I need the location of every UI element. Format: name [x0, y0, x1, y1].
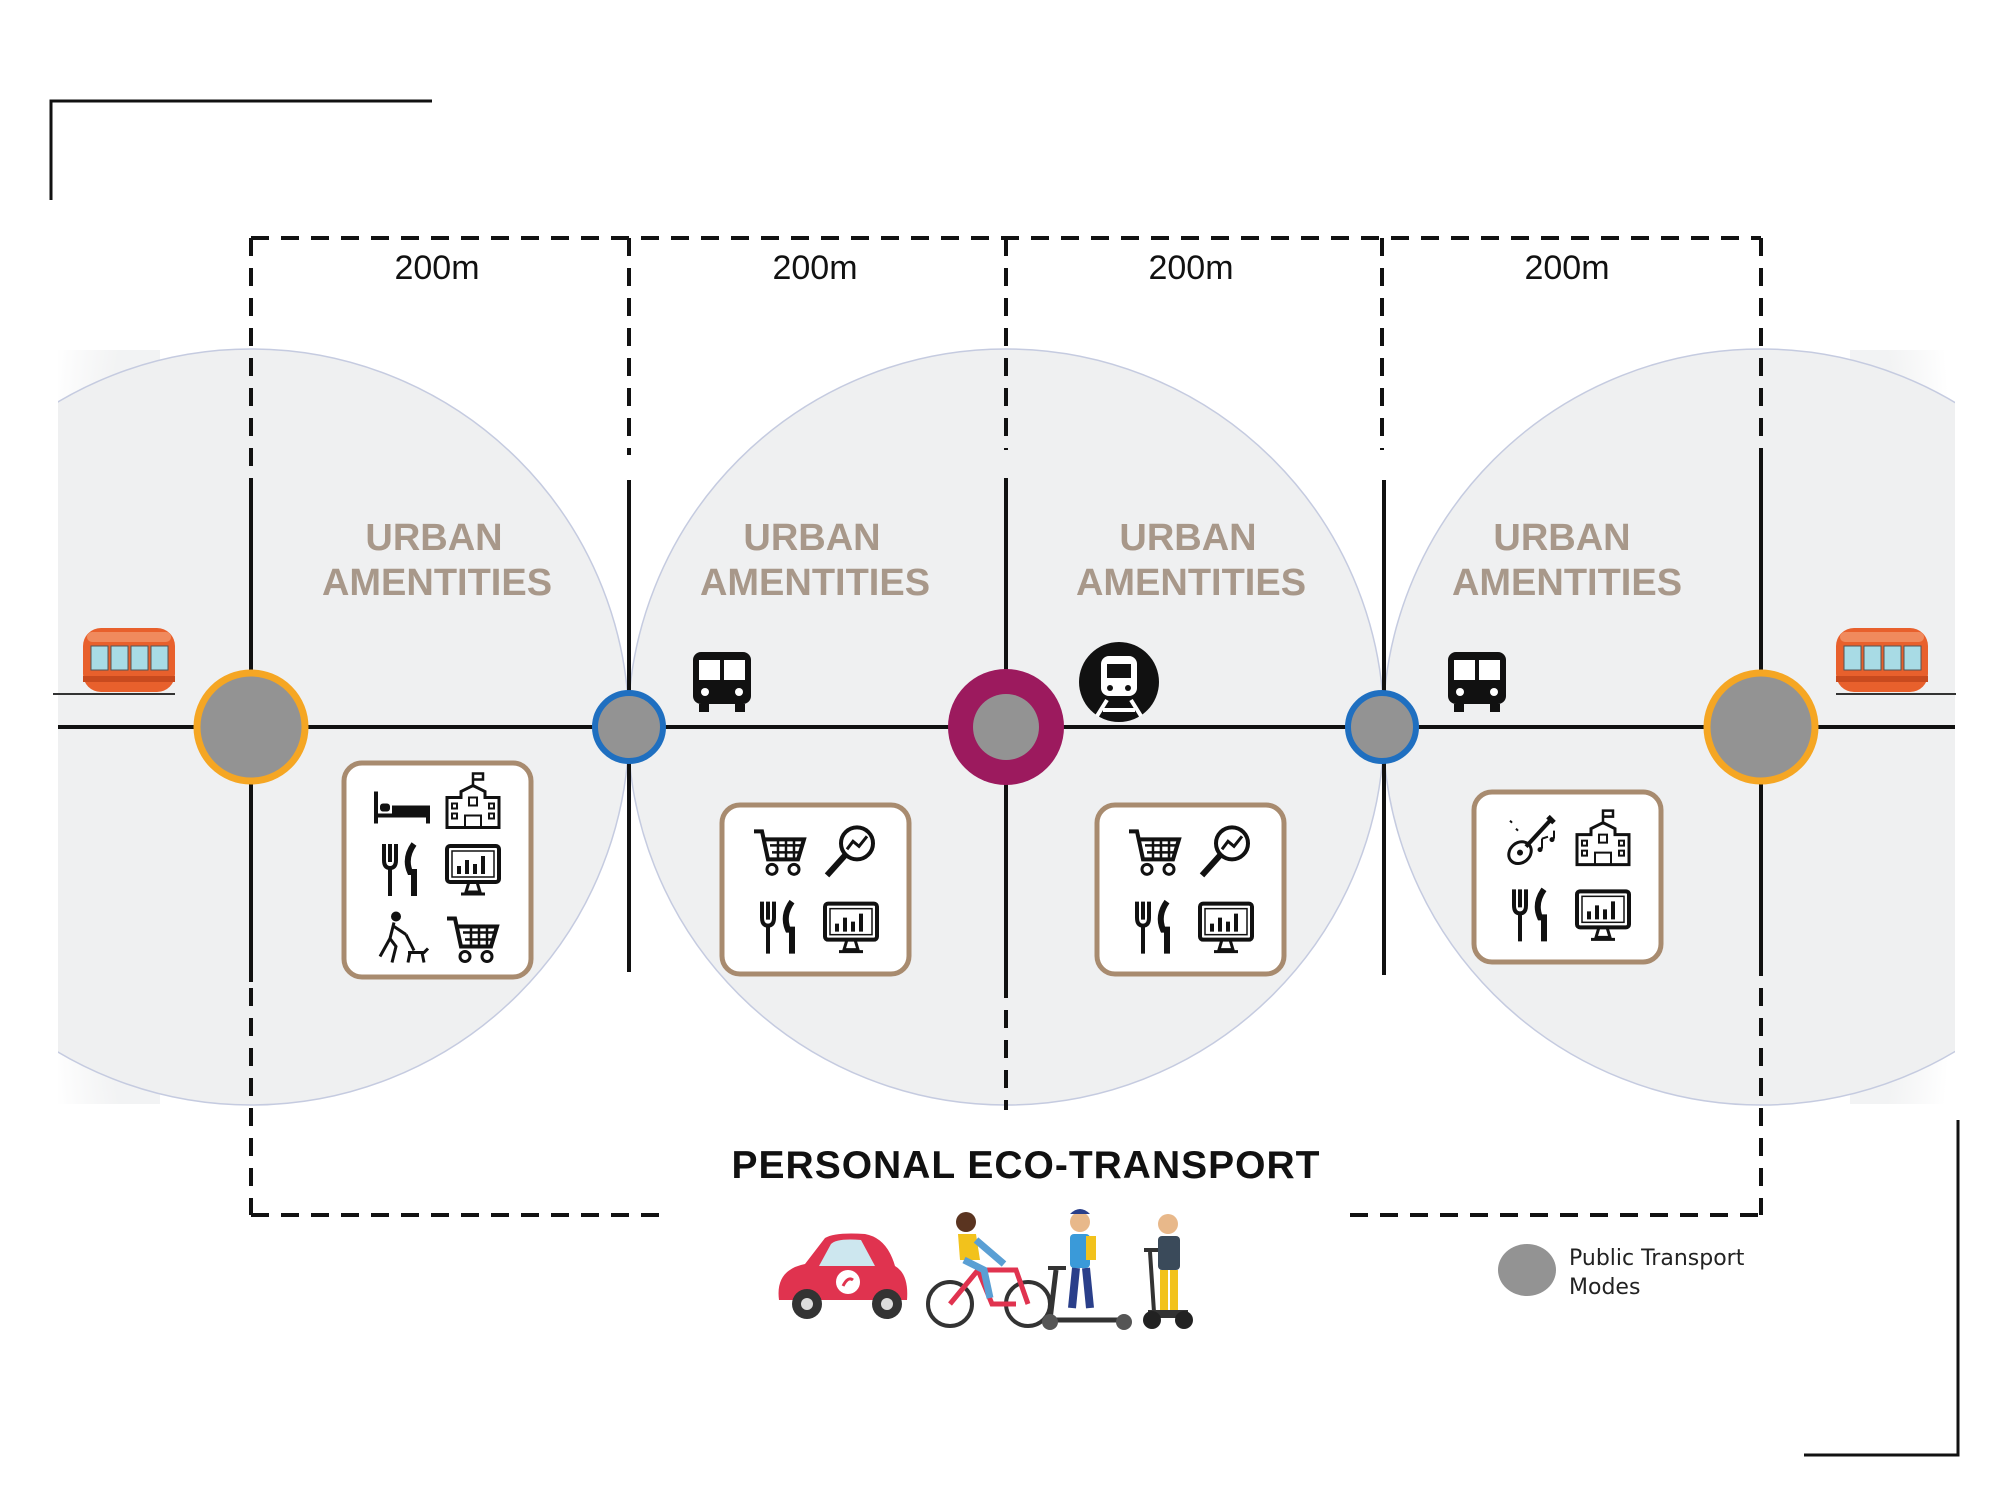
stop-node-tram[interactable]: [1703, 669, 1819, 785]
legend: Public Transport Modes: [1498, 1244, 1745, 1300]
legend-swatch: [1498, 1244, 1556, 1296]
zone-label: AMENTITIES: [1076, 562, 1306, 604]
legend-label: Modes: [1569, 1275, 1640, 1300]
zone-label: URBAN: [365, 517, 502, 559]
distance-label: 200m: [1524, 249, 1609, 287]
bus-icon: [1448, 652, 1506, 712]
tram-icon: [53, 628, 175, 695]
kick-scooter-icon: [1042, 1209, 1132, 1330]
zone-label: AMENTITIES: [1452, 562, 1682, 604]
distance-label: 200m: [1148, 249, 1233, 287]
stop-node-bus[interactable]: [1345, 690, 1419, 764]
bicycle-icon: [926, 1212, 1052, 1328]
amenity-box: [1094, 802, 1287, 977]
distance-label: 200m: [772, 249, 857, 287]
zone-label: URBAN: [1119, 517, 1256, 559]
eco-transport-title: PERSONAL ECO-TRANSPORT: [732, 1144, 1321, 1187]
amenity-boxes: [341, 760, 1664, 980]
stop-node-train[interactable]: [948, 669, 1064, 785]
corner-bracket-top-left: [49, 99, 432, 200]
train-icon: [1079, 642, 1159, 722]
stop-node-tram[interactable]: [193, 669, 309, 785]
distance-label: 200m: [394, 249, 479, 287]
zone-label: AMENTITIES: [700, 562, 930, 604]
amenity-box: [719, 802, 912, 977]
segway-icon: [1143, 1214, 1193, 1329]
electric-car-icon: [778, 1233, 908, 1319]
amenity-box: [341, 760, 534, 980]
bus-icon: [693, 652, 751, 712]
zone-label: AMENTITIES: [322, 562, 552, 604]
zone-label: URBAN: [743, 517, 880, 559]
legend-label: Public Transport: [1569, 1246, 1745, 1271]
zone-label: URBAN: [1493, 517, 1630, 559]
tram-icon: [1836, 628, 1956, 695]
transit-stops: [193, 669, 1819, 785]
amenity-box: [1471, 789, 1664, 965]
stop-node-bus[interactable]: [592, 690, 666, 764]
